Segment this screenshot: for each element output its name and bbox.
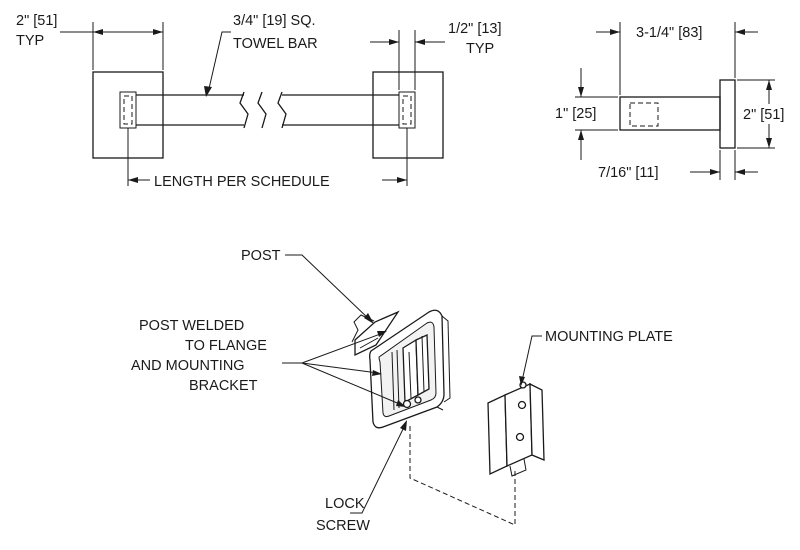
post-welded-label-line4: BRACKET	[189, 378, 258, 394]
post-welded-label-line3: AND MOUNTING	[131, 358, 245, 374]
bar-height-label: 1" [25]	[555, 106, 596, 122]
flange-width-dimension	[60, 22, 164, 70]
lock-screw-nut	[414, 396, 422, 404]
length-label: LENGTH PER SCHEDULE	[154, 174, 330, 190]
side-flange	[719, 79, 736, 149]
length-dimension	[127, 128, 408, 186]
post-leader	[285, 254, 371, 321]
side-bar	[619, 96, 721, 131]
side-bracket-hidden	[629, 102, 659, 127]
left-post-outline	[119, 91, 137, 129]
towel-bar-size-label: 3/4" [19] SQ.	[233, 13, 316, 29]
post-welded-leaders	[282, 331, 406, 407]
mounting-plate-upper-hole	[517, 400, 527, 410]
flange-height-label: 2" [51]	[743, 107, 784, 123]
right-post-outline	[398, 91, 416, 129]
left-bracket-hidden	[123, 95, 133, 125]
mounting-plate-leader	[521, 335, 542, 382]
bracket-width-dimension	[370, 30, 445, 90]
towel-bar-name-label: TOWEL BAR	[233, 36, 318, 52]
lock-screw-label-line2: SCREW	[316, 518, 370, 534]
flange-height-dimension	[737, 79, 775, 149]
mounting-plate	[487, 381, 545, 477]
assembly-path-line	[409, 426, 516, 526]
mounting-bracket	[391, 334, 430, 411]
bracket-width-label: 1/2" [13]	[448, 21, 502, 37]
post-label: POST	[241, 248, 281, 264]
projection-dimension	[596, 22, 758, 95]
side-elevation-view: 3-1/4" [83] 1" [25] 2" [51]	[555, 22, 784, 181]
mounting-plate-lower-hole	[515, 432, 525, 442]
flange-width-typ-label: TYP	[16, 33, 44, 49]
flange-thickness-label: 7/16" [11]	[598, 165, 659, 181]
right-bracket-hidden	[402, 95, 412, 125]
bracket-width-typ-label: TYP	[466, 41, 494, 57]
projection-label: 3-1/4" [83]	[636, 25, 702, 41]
lock-screw-head	[402, 399, 412, 409]
right-flange	[372, 71, 444, 159]
towel-bar	[136, 91, 399, 129]
post-welded-label-line2: TO FLANGE	[185, 338, 267, 354]
front-elevation-view: 2" [51] TYP 3/4" [19] SQ. TOWEL BAR 1/2"…	[16, 13, 502, 190]
towel-bar-leader	[207, 31, 231, 94]
flange-thickness-dimension	[690, 150, 758, 180]
post-welded-label-line1: POST WELDED	[139, 318, 244, 334]
isometric-detail-view: POST POST WELDED TO FLANGE AND MOUNTING …	[131, 248, 673, 534]
bar-height-dimension	[575, 68, 618, 160]
lock-screw-leader	[350, 424, 406, 514]
flange-width-label: 2" [51]	[16, 13, 57, 29]
lock-screw-label-line1: LOCK	[325, 496, 365, 512]
mounting-plate-label: MOUNTING PLATE	[545, 329, 673, 345]
